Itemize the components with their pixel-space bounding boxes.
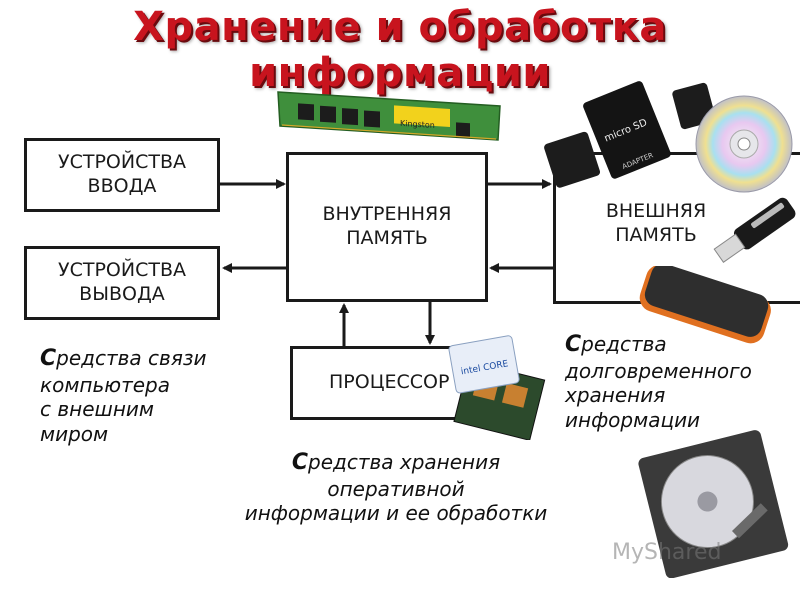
caption-communication-first: С — [40, 346, 57, 371]
internal-memory-line1: ВНУТРЕННЯЯ — [322, 203, 452, 226]
external-hdd-image — [639, 266, 771, 344]
ram-module-image: Kingston — [277, 91, 501, 141]
cpu-image: intel CORE — [448, 335, 546, 440]
caption-long-term-line1: долговременного — [565, 358, 752, 383]
ram-label: Kingston — [400, 119, 435, 130]
input-devices-line1: УСТРОЙСТВА — [58, 151, 186, 174]
watermark: MyShared — [612, 540, 722, 565]
caption-communication-line3: миром — [40, 421, 109, 446]
processor-label: ПРОЦЕССОР — [329, 371, 450, 394]
hard-disk-image — [638, 430, 789, 578]
output-devices-line2: ВЫВОДА — [79, 283, 165, 305]
internal-memory-block: ВНУТРЕННЯЯ ПАМЯТЬ — [286, 152, 488, 302]
caption-long-term-first: С — [565, 332, 582, 357]
output-devices-line1: УСТРОЙСТВА — [58, 259, 186, 282]
caption-communication: Средства связи компьютера с внешним миро… — [40, 346, 206, 446]
page-title: Хранение и обработка информации — [133, 4, 667, 96]
caption-communication-line1: компьютера — [40, 372, 171, 397]
external-memory-line2: ПАМЯТЬ — [615, 223, 697, 246]
output-devices-block: УСТРОЙСТВА ВЫВОДА — [24, 246, 220, 320]
usb-flash-drive-image — [713, 197, 796, 263]
caption-operative-rest: редства хранения — [308, 450, 501, 474]
input-devices-block: УСТРОЙСТВА ВВОДА — [24, 138, 220, 212]
caption-operative: Средства хранения оперативной информации… — [226, 450, 566, 526]
caption-communication-rest: редства связи — [56, 346, 207, 370]
input-devices-line2: ВВОДА — [87, 175, 157, 197]
external-memory-line1: ВНЕШНЯЯ — [605, 200, 707, 222]
caption-long-term-line3: информации — [565, 407, 701, 432]
internal-memory-line2: ПАМЯТЬ — [346, 227, 428, 249]
caption-operative-first: С — [291, 450, 308, 475]
external-memory-label: ВНЕШНЯЯ ПАМЯТЬ — [596, 200, 716, 248]
cd-disc-image — [695, 95, 793, 193]
caption-long-term-storage: Средства долговременного хранения информ… — [565, 332, 752, 432]
caption-communication-line2: с внешним — [40, 397, 154, 422]
caption-long-term-line2: хранения — [565, 383, 666, 408]
caption-operative-line2: информации и ее обработки — [244, 501, 548, 526]
caption-operative-line1: оперативной — [327, 476, 465, 501]
caption-long-term-rest: редства — [581, 332, 667, 356]
